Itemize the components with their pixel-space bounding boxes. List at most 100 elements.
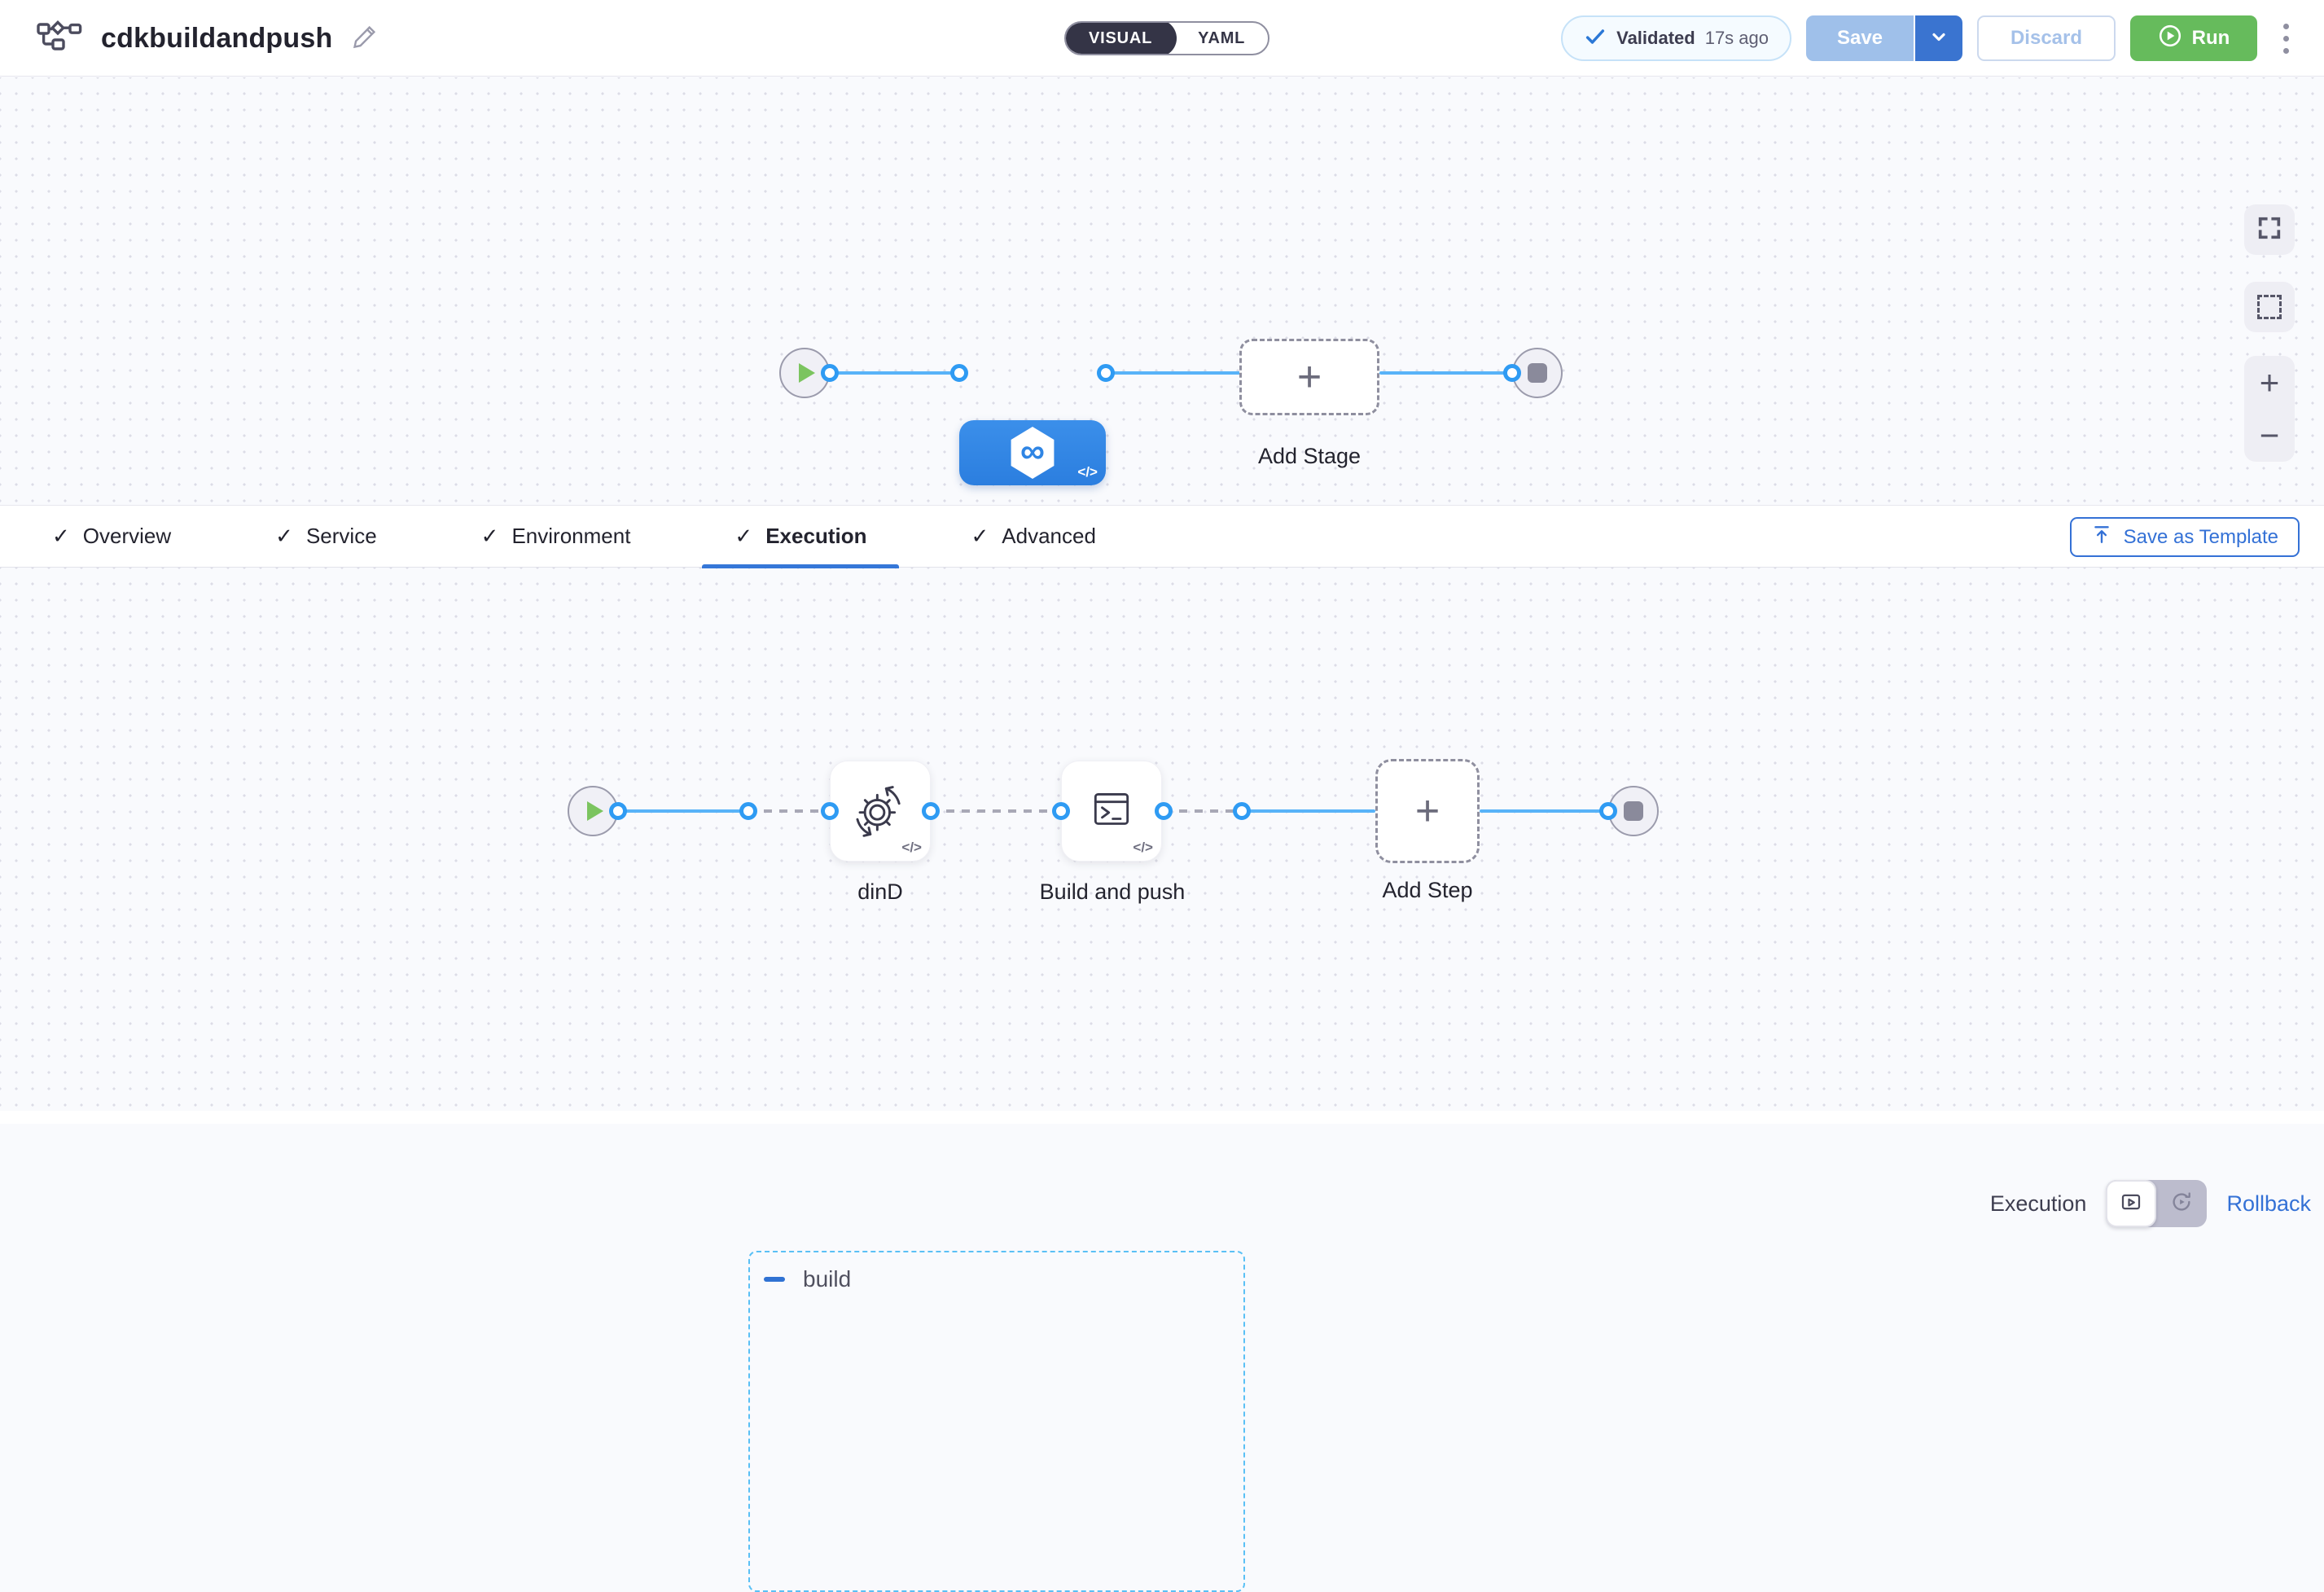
- add-stage-button[interactable]: +: [1239, 339, 1379, 415]
- run-label: Run: [2191, 27, 2230, 49]
- toggle-yaml[interactable]: YAML: [1198, 29, 1246, 47]
- save-split-button: Save: [1806, 15, 1962, 61]
- execution-canvas: Execution: [0, 568, 2324, 1592]
- multi-select-button[interactable]: [2244, 282, 2295, 332]
- dind-service-icon: [848, 778, 912, 845]
- exec-end-in-port[interactable]: [1599, 802, 1617, 820]
- dind-out-port[interactable]: [922, 802, 940, 820]
- fullscreen-icon: [2256, 214, 2283, 246]
- save-as-template-label: Save as Template: [2123, 525, 2278, 548]
- tab-label: Overview: [82, 524, 172, 548]
- step-label-dind: dinD: [857, 879, 903, 904]
- run-play-icon: [2158, 24, 2182, 54]
- buildpush-in-port[interactable]: [1052, 802, 1070, 820]
- step-node-dind[interactable]: </>: [830, 761, 931, 862]
- marquee-select-icon: [2257, 295, 2282, 319]
- execution-end-node: [1608, 786, 1659, 836]
- dind-in-port[interactable]: [821, 802, 839, 820]
- start-play-icon: [587, 801, 603, 821]
- execution-rollback-switch: Execution: [1990, 1180, 2311, 1227]
- stage-out-port[interactable]: [1097, 364, 1115, 382]
- tab-check-icon: ✓: [971, 524, 989, 548]
- upload-icon: [2091, 524, 2112, 550]
- plus-icon: +: [1296, 353, 1322, 401]
- tab-advanced[interactable]: ✓ Advanced: [938, 505, 1128, 568]
- step-code-badge[interactable]: </>: [1133, 840, 1153, 855]
- page-title: cdkbuildandpush: [101, 22, 333, 54]
- end-in-port[interactable]: [1503, 364, 1521, 382]
- step-code-badge[interactable]: </>: [901, 840, 922, 855]
- toggle-visual[interactable]: VISUAL: [1066, 23, 1177, 54]
- tab-check-icon: ✓: [52, 524, 70, 548]
- group-in-port[interactable]: [739, 802, 757, 820]
- tab-check-icon: ✓: [275, 524, 293, 548]
- add-step-button[interactable]: +: [1375, 759, 1480, 863]
- stage-canvas: ∞ </> ckd + Add Stage + −: [0, 77, 2324, 505]
- stage-node-ckd[interactable]: ∞ </>: [959, 420, 1106, 485]
- step-group-label: build: [803, 1266, 852, 1292]
- validated-time: 17s ago: [1704, 28, 1769, 48]
- save-options-caret[interactable]: [1914, 15, 1962, 61]
- step-node-build-and-push[interactable]: </>: [1061, 761, 1162, 862]
- edge-group-to-addstep: [1242, 809, 1375, 813]
- discard-button[interactable]: Discard: [1977, 15, 2116, 61]
- stage-code-badge[interactable]: </>: [1077, 464, 1098, 480]
- start-out-port[interactable]: [821, 364, 839, 382]
- tab-execution[interactable]: ✓ Execution: [702, 505, 900, 568]
- end-stop-icon: [1624, 801, 1643, 821]
- tab-label: Service: [305, 524, 377, 548]
- tab-overview[interactable]: ✓ Overview: [20, 505, 204, 568]
- pipeline-end-node: [1512, 348, 1563, 398]
- start-play-icon: [799, 363, 815, 383]
- rollback-icon: [2169, 1190, 2194, 1218]
- edge-addstep-to-end: [1480, 809, 1608, 813]
- save-button[interactable]: Save: [1806, 15, 1914, 61]
- tab-check-icon: ✓: [734, 524, 753, 548]
- exec-start-out-port[interactable]: [609, 802, 627, 820]
- edge-stage-to-addstage: [1106, 371, 1243, 375]
- edge-buildpush-to-group: [1164, 809, 1242, 813]
- step-group-header: build: [764, 1266, 851, 1292]
- visual-yaml-toggle: VISUAL YAML: [1064, 21, 1270, 55]
- execution-mode-label: Execution: [1989, 1191, 2087, 1216]
- zoom-out-button[interactable]: −: [2259, 415, 2280, 454]
- edge-addstage-to-end: [1379, 371, 1513, 375]
- fullscreen-button[interactable]: [2244, 204, 2295, 255]
- execution-steps-icon: [2119, 1190, 2143, 1218]
- tab-label: Advanced: [1002, 524, 1096, 548]
- tab-environment[interactable]: ✓ Environment: [449, 505, 664, 568]
- add-stage-label: Add Stage: [1257, 444, 1362, 468]
- group-out-port[interactable]: [1233, 802, 1251, 820]
- execution-mode-button[interactable]: [2106, 1180, 2157, 1227]
- edge-group-to-dind: [748, 809, 830, 813]
- validated-check-icon: [1584, 25, 1607, 52]
- kebab-menu-icon[interactable]: [2272, 15, 2300, 61]
- edge-start-to-group: [618, 809, 748, 813]
- save-as-template-button[interactable]: Save as Template: [2069, 517, 2300, 557]
- validated-label: Validated: [1616, 28, 1695, 48]
- stage-tabbar: ✓ Overview ✓ Service ✓ Environment ✓ Exe…: [0, 505, 2324, 568]
- rollback-mode-button[interactable]: [2156, 1180, 2207, 1227]
- plus-icon: +: [1414, 787, 1440, 835]
- tab-service[interactable]: ✓ Service: [243, 505, 410, 568]
- run-step-terminal-icon: [1083, 781, 1140, 842]
- header: cdkbuildandpush VISUAL YAML Validated: [0, 0, 2324, 77]
- edit-title-icon[interactable]: [350, 22, 379, 55]
- stage-in-port[interactable]: [950, 364, 968, 382]
- chevron-down-icon: [1929, 27, 1949, 50]
- step-group-build: [748, 1251, 1245, 1592]
- zoom-in-button[interactable]: +: [2259, 362, 2280, 401]
- pipeline-icon: [36, 19, 83, 59]
- stage-type-icon: ∞: [1011, 427, 1055, 479]
- add-step-label: Add Step: [1382, 878, 1473, 902]
- buildpush-out-port[interactable]: [1155, 802, 1173, 820]
- validated-badge[interactable]: Validated 17s ago: [1561, 15, 1791, 61]
- step-label-build-and-push: Build and push: [1039, 879, 1186, 904]
- edge-start-to-stage: [830, 371, 960, 375]
- tab-check-icon: ✓: [480, 524, 499, 548]
- rollback-link[interactable]: Rollback: [2226, 1191, 2311, 1216]
- collapse-group-icon[interactable]: [764, 1277, 785, 1282]
- header-left: cdkbuildandpush: [36, 0, 379, 77]
- run-button[interactable]: Run: [2130, 15, 2257, 61]
